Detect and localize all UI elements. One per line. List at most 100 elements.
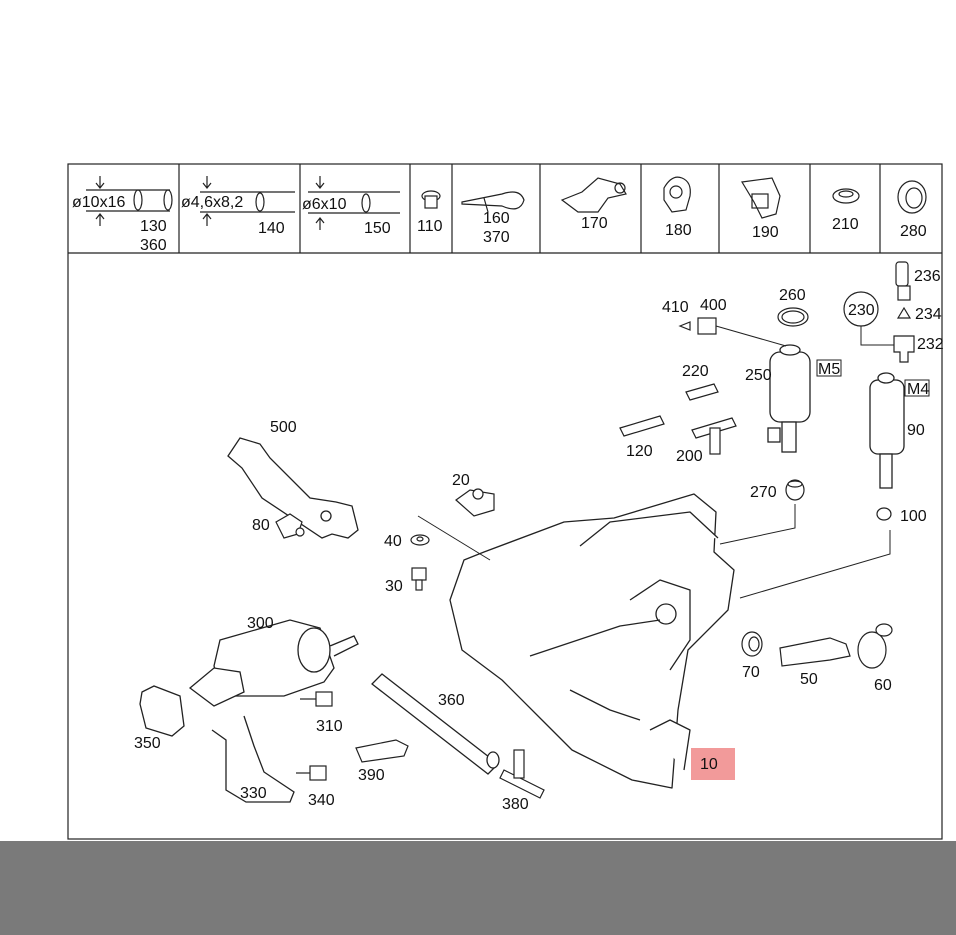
label-m5: M5 <box>818 361 840 378</box>
clip-190-icon <box>741 177 781 219</box>
clip-390 <box>355 739 409 763</box>
label-250: 250 <box>745 367 772 384</box>
label-500: 500 <box>270 419 297 436</box>
label-200: 200 <box>676 448 703 465</box>
pump-90 <box>869 372 905 489</box>
label-120: 120 <box>626 443 653 460</box>
label-330: 330 <box>240 785 267 802</box>
cap-60 <box>857 623 893 669</box>
label-60: 60 <box>874 677 892 694</box>
washer-40 <box>410 534 430 546</box>
header-cell-dividers <box>178 164 881 253</box>
screw-340 <box>296 765 327 781</box>
hose-6x10-icon <box>308 176 400 230</box>
label-90: 90 <box>907 422 925 439</box>
handle-500 <box>227 437 359 539</box>
clip-180-icon <box>663 176 691 213</box>
hdr-10x16: ø10x16 <box>72 194 125 211</box>
label-234: 234 <box>915 306 942 323</box>
hdr-160: 160 <box>483 210 510 227</box>
tee-200 <box>691 417 737 455</box>
connector-236 <box>895 261 911 301</box>
leader-400 <box>715 325 787 347</box>
label-20: 20 <box>452 472 470 489</box>
hdr-360: 360 <box>140 237 167 254</box>
cable-tie-icon <box>461 191 525 213</box>
leader-100 <box>739 530 891 599</box>
label-260: 260 <box>779 287 806 304</box>
pump-assembly-300 <box>188 619 359 803</box>
hdr-170: 170 <box>581 215 608 232</box>
leader-230 <box>860 326 896 346</box>
pump-250 <box>767 344 811 453</box>
label-80: 80 <box>252 517 270 534</box>
label-100: 100 <box>900 508 927 525</box>
hdr-4-6x8-2: ø4,6x8,2 <box>181 194 243 211</box>
label-236: 236 <box>914 268 941 285</box>
screw-30 <box>411 567 427 591</box>
label-10: 10 <box>700 756 718 773</box>
label-390: 390 <box>358 767 385 784</box>
hose-10x16-icon <box>86 176 173 226</box>
footer-brand-part: MERCEDES-BENZ - a9408690120 <box>124 29 702 70</box>
screw-310 <box>300 691 333 707</box>
label-50: 50 <box>800 671 818 688</box>
seal-260 <box>777 307 809 327</box>
footer-ref: N - 10 <box>734 29 836 70</box>
grommet-100 <box>876 507 892 521</box>
hdr-370: 370 <box>483 229 510 246</box>
hose-4-6x8-2-icon <box>200 176 295 226</box>
m5-box <box>816 359 842 377</box>
hdr-280: 280 <box>900 223 927 240</box>
label-380: 380 <box>502 796 529 813</box>
hdr-210: 210 <box>832 216 859 233</box>
footer-bar <box>0 841 956 935</box>
label-360: 360 <box>438 692 465 709</box>
filler-neck-50 <box>779 637 851 667</box>
valve-220 <box>685 383 719 401</box>
leader-40 <box>417 515 491 561</box>
clip-170-icon <box>560 177 627 213</box>
label-70: 70 <box>742 664 760 681</box>
label-40: 40 <box>384 533 402 550</box>
grommet-70 <box>741 631 763 657</box>
grommet-270 <box>785 479 805 501</box>
plug-110-icon <box>421 190 441 209</box>
tee-380 <box>499 749 545 799</box>
label-350: 350 <box>134 735 161 752</box>
diagram-frame <box>67 163 943 840</box>
label-340: 340 <box>308 792 335 809</box>
hdr-180: 180 <box>665 222 692 239</box>
hdr-190: 190 <box>752 224 779 241</box>
label-410: 410 <box>662 299 689 316</box>
label-310: 310 <box>316 718 343 735</box>
label-m4: M4 <box>907 381 929 398</box>
valve-234 <box>896 306 912 319</box>
leader-270 <box>719 504 796 545</box>
hdr-110: 110 <box>417 218 443 235</box>
connector-120 <box>619 415 665 437</box>
connector-400-410 <box>678 317 717 335</box>
tee-232 <box>893 335 915 363</box>
m4-box <box>904 379 930 397</box>
hdr-150: 150 <box>364 220 391 237</box>
label-300: 300 <box>247 615 274 632</box>
hose-360 <box>371 673 500 775</box>
screw-80 <box>275 513 305 539</box>
parts-diagram: ø10x16 130 360 ø4,6x8,2 140 ø6x10 150 11… <box>67 163 944 840</box>
hdr-6x10: ø6x10 <box>302 196 347 213</box>
label-232: 232 <box>917 336 944 353</box>
hdr-130: 130 <box>140 218 167 235</box>
label-230: 230 <box>848 302 875 319</box>
clip-20 <box>455 488 495 517</box>
label-30: 30 <box>385 578 403 595</box>
grommet-210-icon <box>832 188 860 204</box>
washer-reservoir <box>449 493 735 789</box>
label-220: 220 <box>682 363 709 380</box>
label-270: 270 <box>750 484 777 501</box>
seal-280-icon <box>897 180 927 214</box>
cap-350 <box>139 685 185 737</box>
label-400: 400 <box>700 297 727 314</box>
hdr-140: 140 <box>258 220 285 237</box>
highlight-part-10 <box>691 748 735 780</box>
